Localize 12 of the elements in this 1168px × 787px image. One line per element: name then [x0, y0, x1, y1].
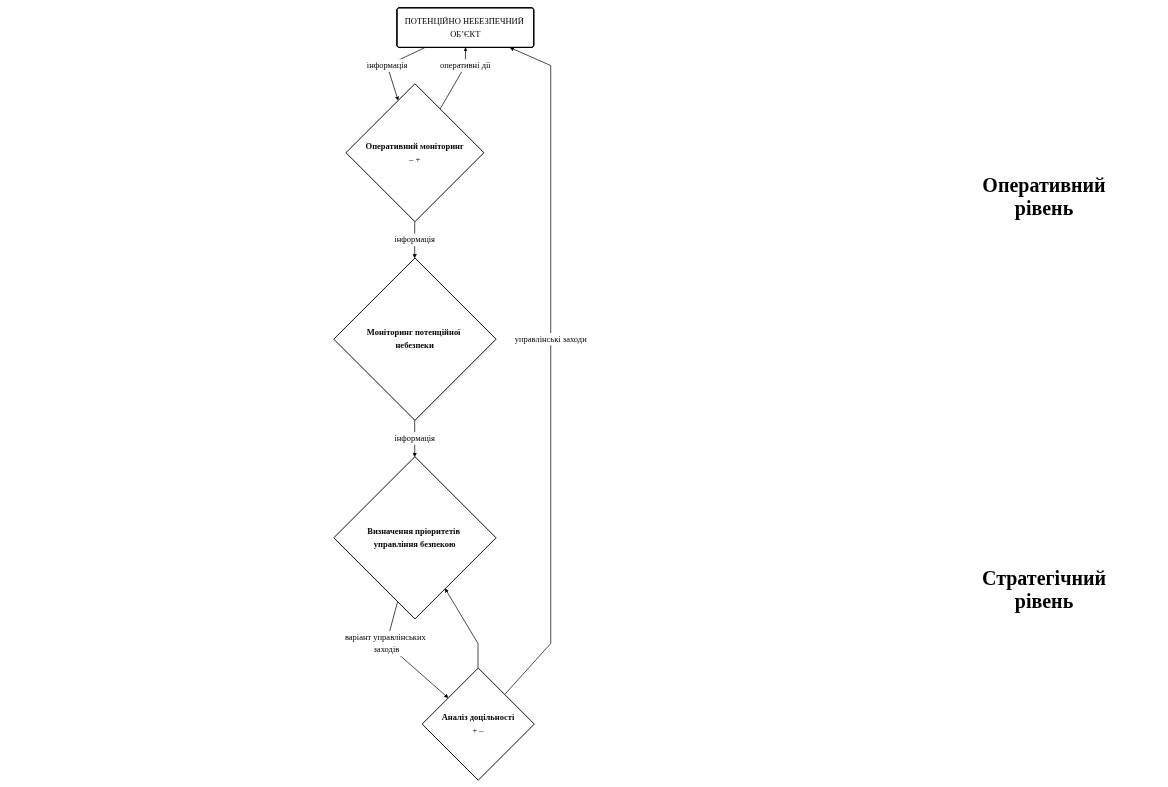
level-label: Стратегічний рівень	[980, 567, 1107, 614]
level-label: Оперативний рівень	[981, 173, 1107, 220]
edge-label: інформація	[394, 433, 435, 443]
edge-label: інформація	[394, 234, 435, 244]
edge-label: інформація	[366, 60, 408, 70]
node-diamond: Оперативний моніторинг – +	[345, 82, 485, 222]
node-diamond: Визначення пріоритетів управління безпекою	[333, 455, 497, 619]
edge-label: оперативні дії	[439, 60, 491, 70]
node-diamond: Аналіз доцільності + –	[421, 667, 535, 781]
edge-label: управлінські заходи	[514, 333, 587, 344]
node-diamond: Моніторинг потенційної небезпеки	[333, 257, 497, 421]
edge-label: варіант управлінських заходів	[344, 631, 426, 654]
